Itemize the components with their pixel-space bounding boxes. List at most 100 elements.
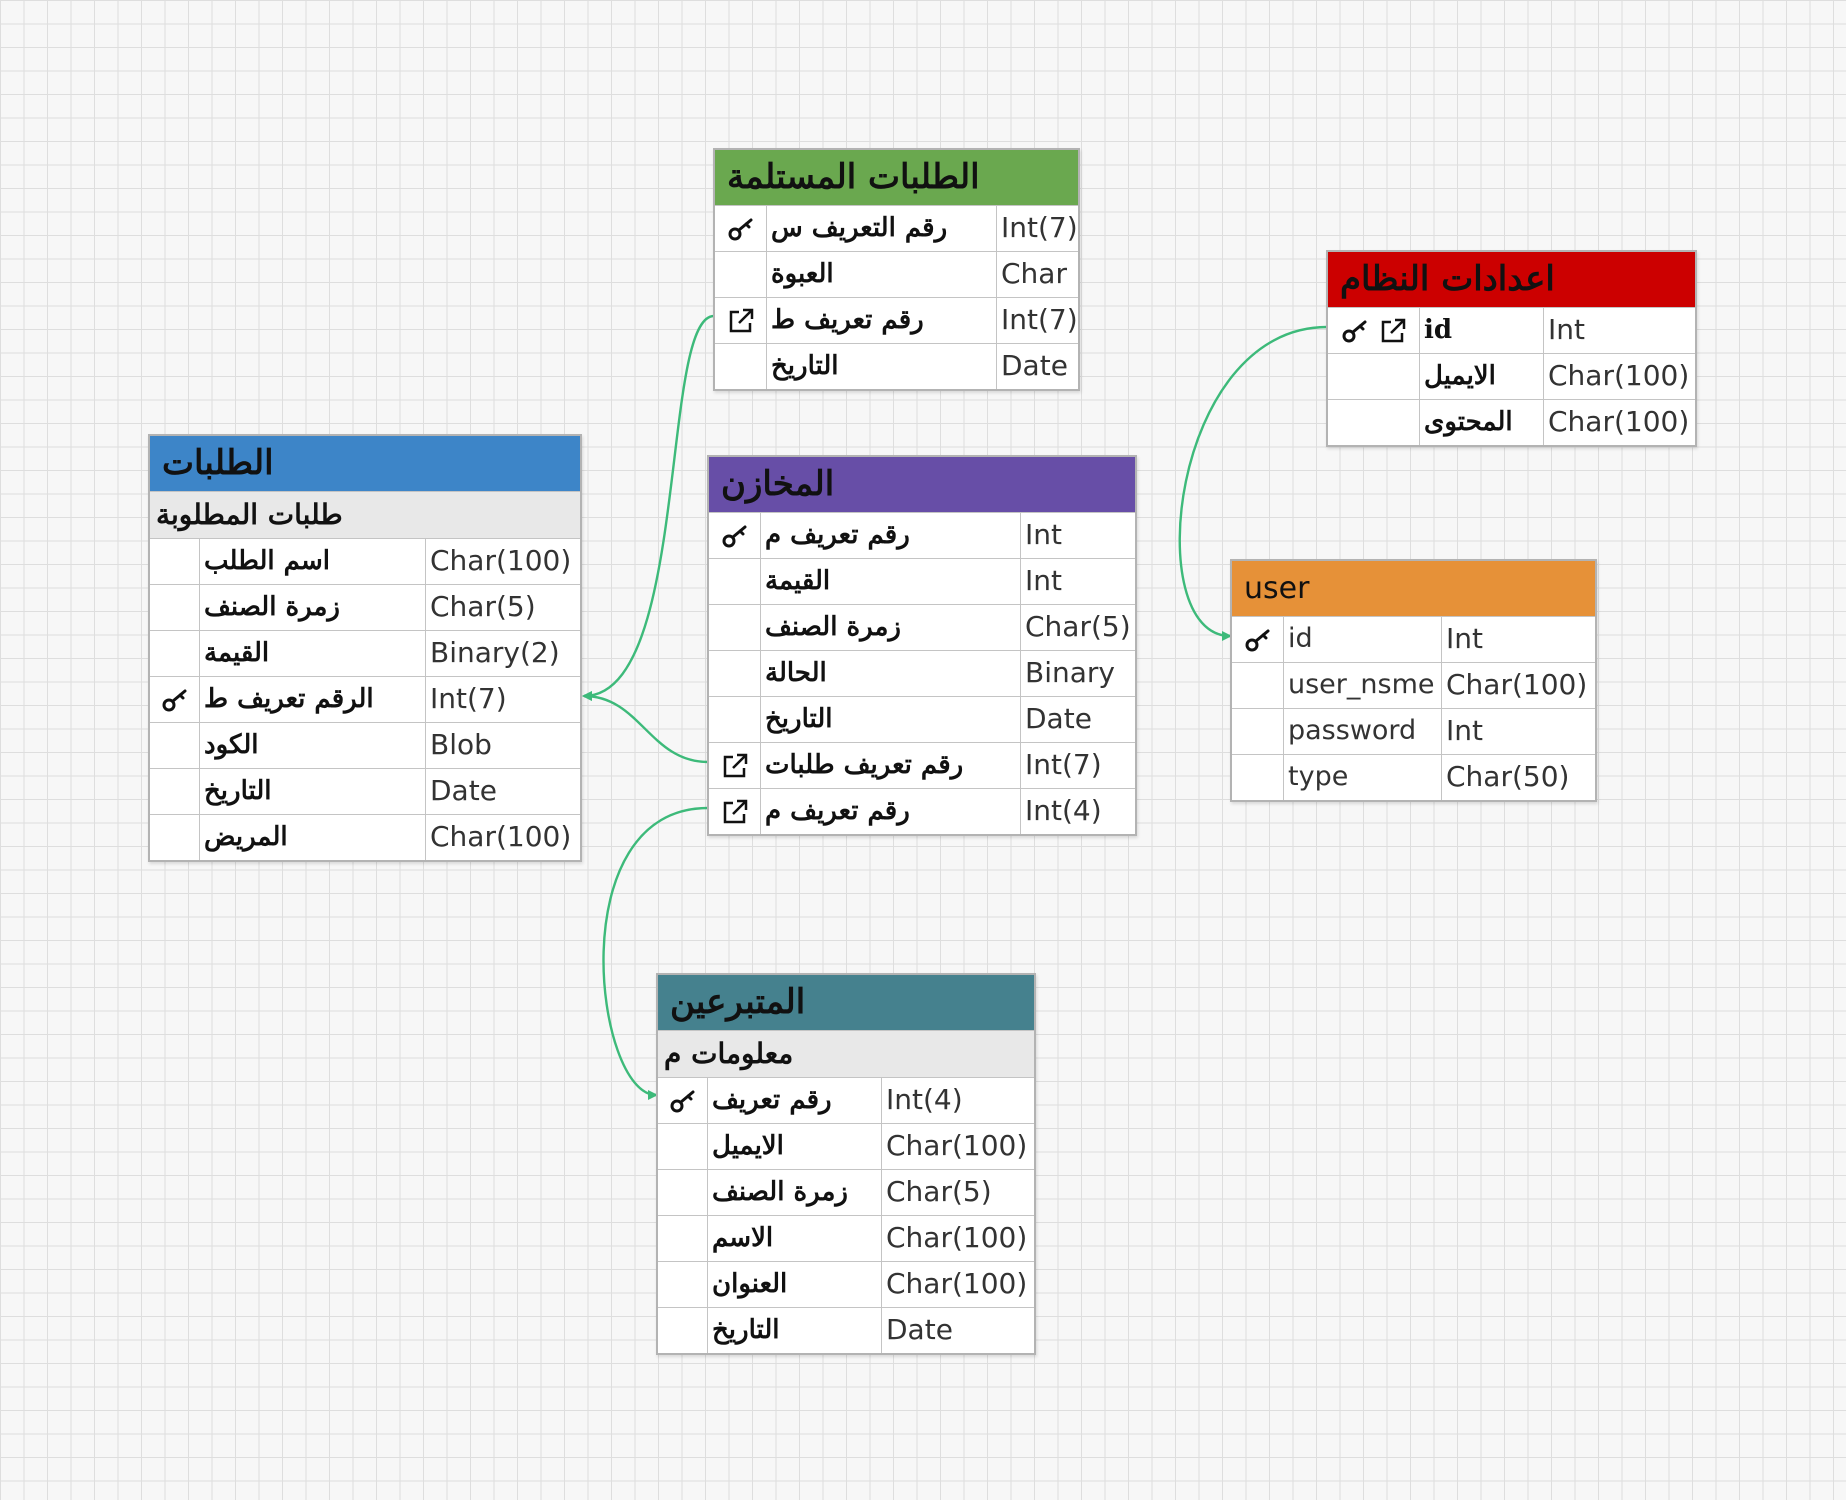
- link-icon: [1378, 316, 1408, 346]
- column-name: رقم تعريف م: [761, 513, 1021, 558]
- column-type: Date: [886, 1313, 953, 1346]
- key-icon: [668, 1086, 698, 1116]
- column-icons: [709, 513, 761, 558]
- column-name: المريض: [200, 815, 426, 860]
- column-name: التاريخ: [767, 344, 997, 389]
- column-icons: [709, 697, 761, 742]
- key-icon: [160, 685, 190, 715]
- key-icon: [1340, 316, 1370, 346]
- column-type: Binary(2): [430, 636, 560, 669]
- table-header: اعدادات النظام: [1328, 252, 1695, 307]
- column-type: Int(7): [1025, 748, 1102, 781]
- column-name: الايميل: [1420, 354, 1544, 399]
- column-icons: [1328, 308, 1420, 353]
- column-icons: [1232, 663, 1284, 708]
- column-type: Char(100): [886, 1267, 1028, 1300]
- column-icons: [715, 252, 767, 297]
- table-header: user: [1232, 561, 1595, 616]
- column-icons: [658, 1262, 708, 1307]
- column-type: Char(5): [1025, 610, 1131, 643]
- column-type: Int(7): [1001, 303, 1078, 336]
- table-header: الطلبات: [150, 436, 580, 491]
- column-icons: [658, 1124, 708, 1169]
- link-icon: [720, 751, 750, 781]
- column-type: Char(100): [1548, 405, 1690, 438]
- column-type: Char(5): [886, 1175, 992, 1208]
- column-type: Binary: [1025, 656, 1115, 689]
- column-name: المحتوى: [1420, 400, 1544, 445]
- column-icons: [709, 789, 761, 834]
- table-header: المخازن: [709, 457, 1135, 512]
- column-icons: [1328, 354, 1420, 399]
- link-icon: [720, 797, 750, 827]
- column-type: Int: [1446, 622, 1483, 655]
- column-icons: [658, 1170, 708, 1215]
- column-type: Char(100): [430, 544, 572, 577]
- column-icons: [1328, 400, 1420, 445]
- column-name: زمرة الصنف: [708, 1170, 882, 1215]
- column-name: زمرة الصنف: [200, 585, 426, 630]
- column-name: رقم التعريف س: [767, 206, 997, 251]
- column-name: user_nsme: [1284, 663, 1442, 708]
- connector-received-to-requests[interactable]: [582, 314, 715, 701]
- column-name: رقم تعريف ط: [767, 298, 997, 343]
- column-type: Date: [1025, 702, 1092, 735]
- column-icons: [709, 651, 761, 696]
- column-type: Blob: [430, 728, 492, 761]
- connector-warehouses-to-requests[interactable]: [582, 691, 709, 764]
- column-icons: [715, 344, 767, 389]
- column-name: id: [1420, 308, 1544, 353]
- column-name: العنوان: [708, 1262, 882, 1307]
- column-name: رقم تعريف: [708, 1078, 882, 1123]
- column-name: القيمة: [761, 559, 1021, 604]
- column-icons: [150, 539, 200, 584]
- column-icons: [709, 559, 761, 604]
- key-icon: [726, 214, 756, 244]
- column-name: type: [1284, 755, 1442, 800]
- column-type: Int: [1446, 714, 1483, 747]
- column-icons: [715, 298, 767, 343]
- column-icons: [709, 743, 761, 788]
- column-icons: [709, 605, 761, 650]
- column-icons: [150, 815, 200, 860]
- column-icons: [658, 1216, 708, 1261]
- column-type: Char(100): [1548, 359, 1690, 392]
